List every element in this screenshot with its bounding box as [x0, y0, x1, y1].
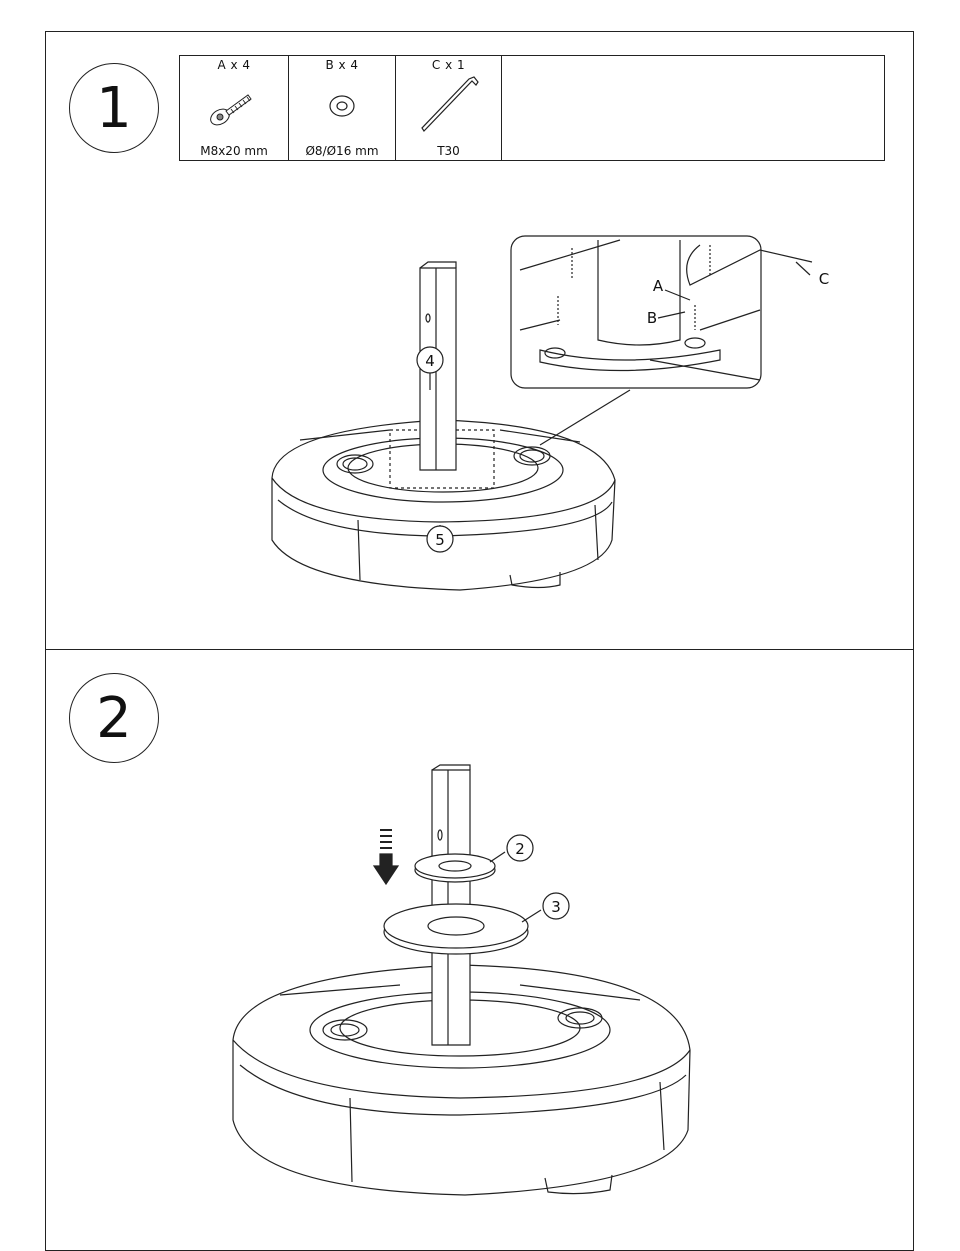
screw-icon [180, 78, 288, 134]
part-c-cell: C x 1 T30 [396, 56, 502, 160]
step1-base [271, 419, 616, 591]
callout-4-label: 4 [425, 352, 435, 370]
ring-large [383, 903, 529, 955]
detail-label-b: B [647, 309, 657, 327]
part-c-size: T30 [437, 144, 460, 158]
callout-2-label: 2 [515, 840, 525, 858]
callout-5 [426, 525, 454, 553]
parts-table: A x 4 M8x20 mm B x 4 Ø8/Ø16 mm C x 1 [179, 55, 885, 161]
part-a-label: A x 4 [217, 58, 251, 72]
step-number-2: 2 [69, 673, 159, 763]
hex-key-icon [396, 76, 501, 134]
callout-5-label: 5 [435, 531, 445, 549]
part-a-size: M8x20 mm [200, 144, 268, 158]
detail-label-a: A [653, 277, 664, 295]
down-arrow-icon [372, 829, 400, 886]
callout-4 [416, 346, 444, 374]
callout-3-label: 3 [551, 898, 561, 916]
detail-label-c: C [819, 270, 829, 288]
part-b-label: B x 4 [325, 58, 359, 72]
callout-3 [542, 892, 570, 920]
washer-icon [289, 78, 395, 134]
step-number-1: 1 [69, 63, 159, 153]
ring-small [414, 853, 496, 883]
part-b-size: Ø8/Ø16 mm [305, 144, 379, 158]
callout-2 [506, 834, 534, 862]
part-c-label: C x 1 [431, 58, 466, 72]
step-divider [45, 649, 914, 650]
part-a-cell: A x 4 M8x20 mm [180, 56, 289, 160]
part-b-cell: B x 4 Ø8/Ø16 mm [289, 56, 396, 160]
detail-inset [510, 235, 813, 446]
